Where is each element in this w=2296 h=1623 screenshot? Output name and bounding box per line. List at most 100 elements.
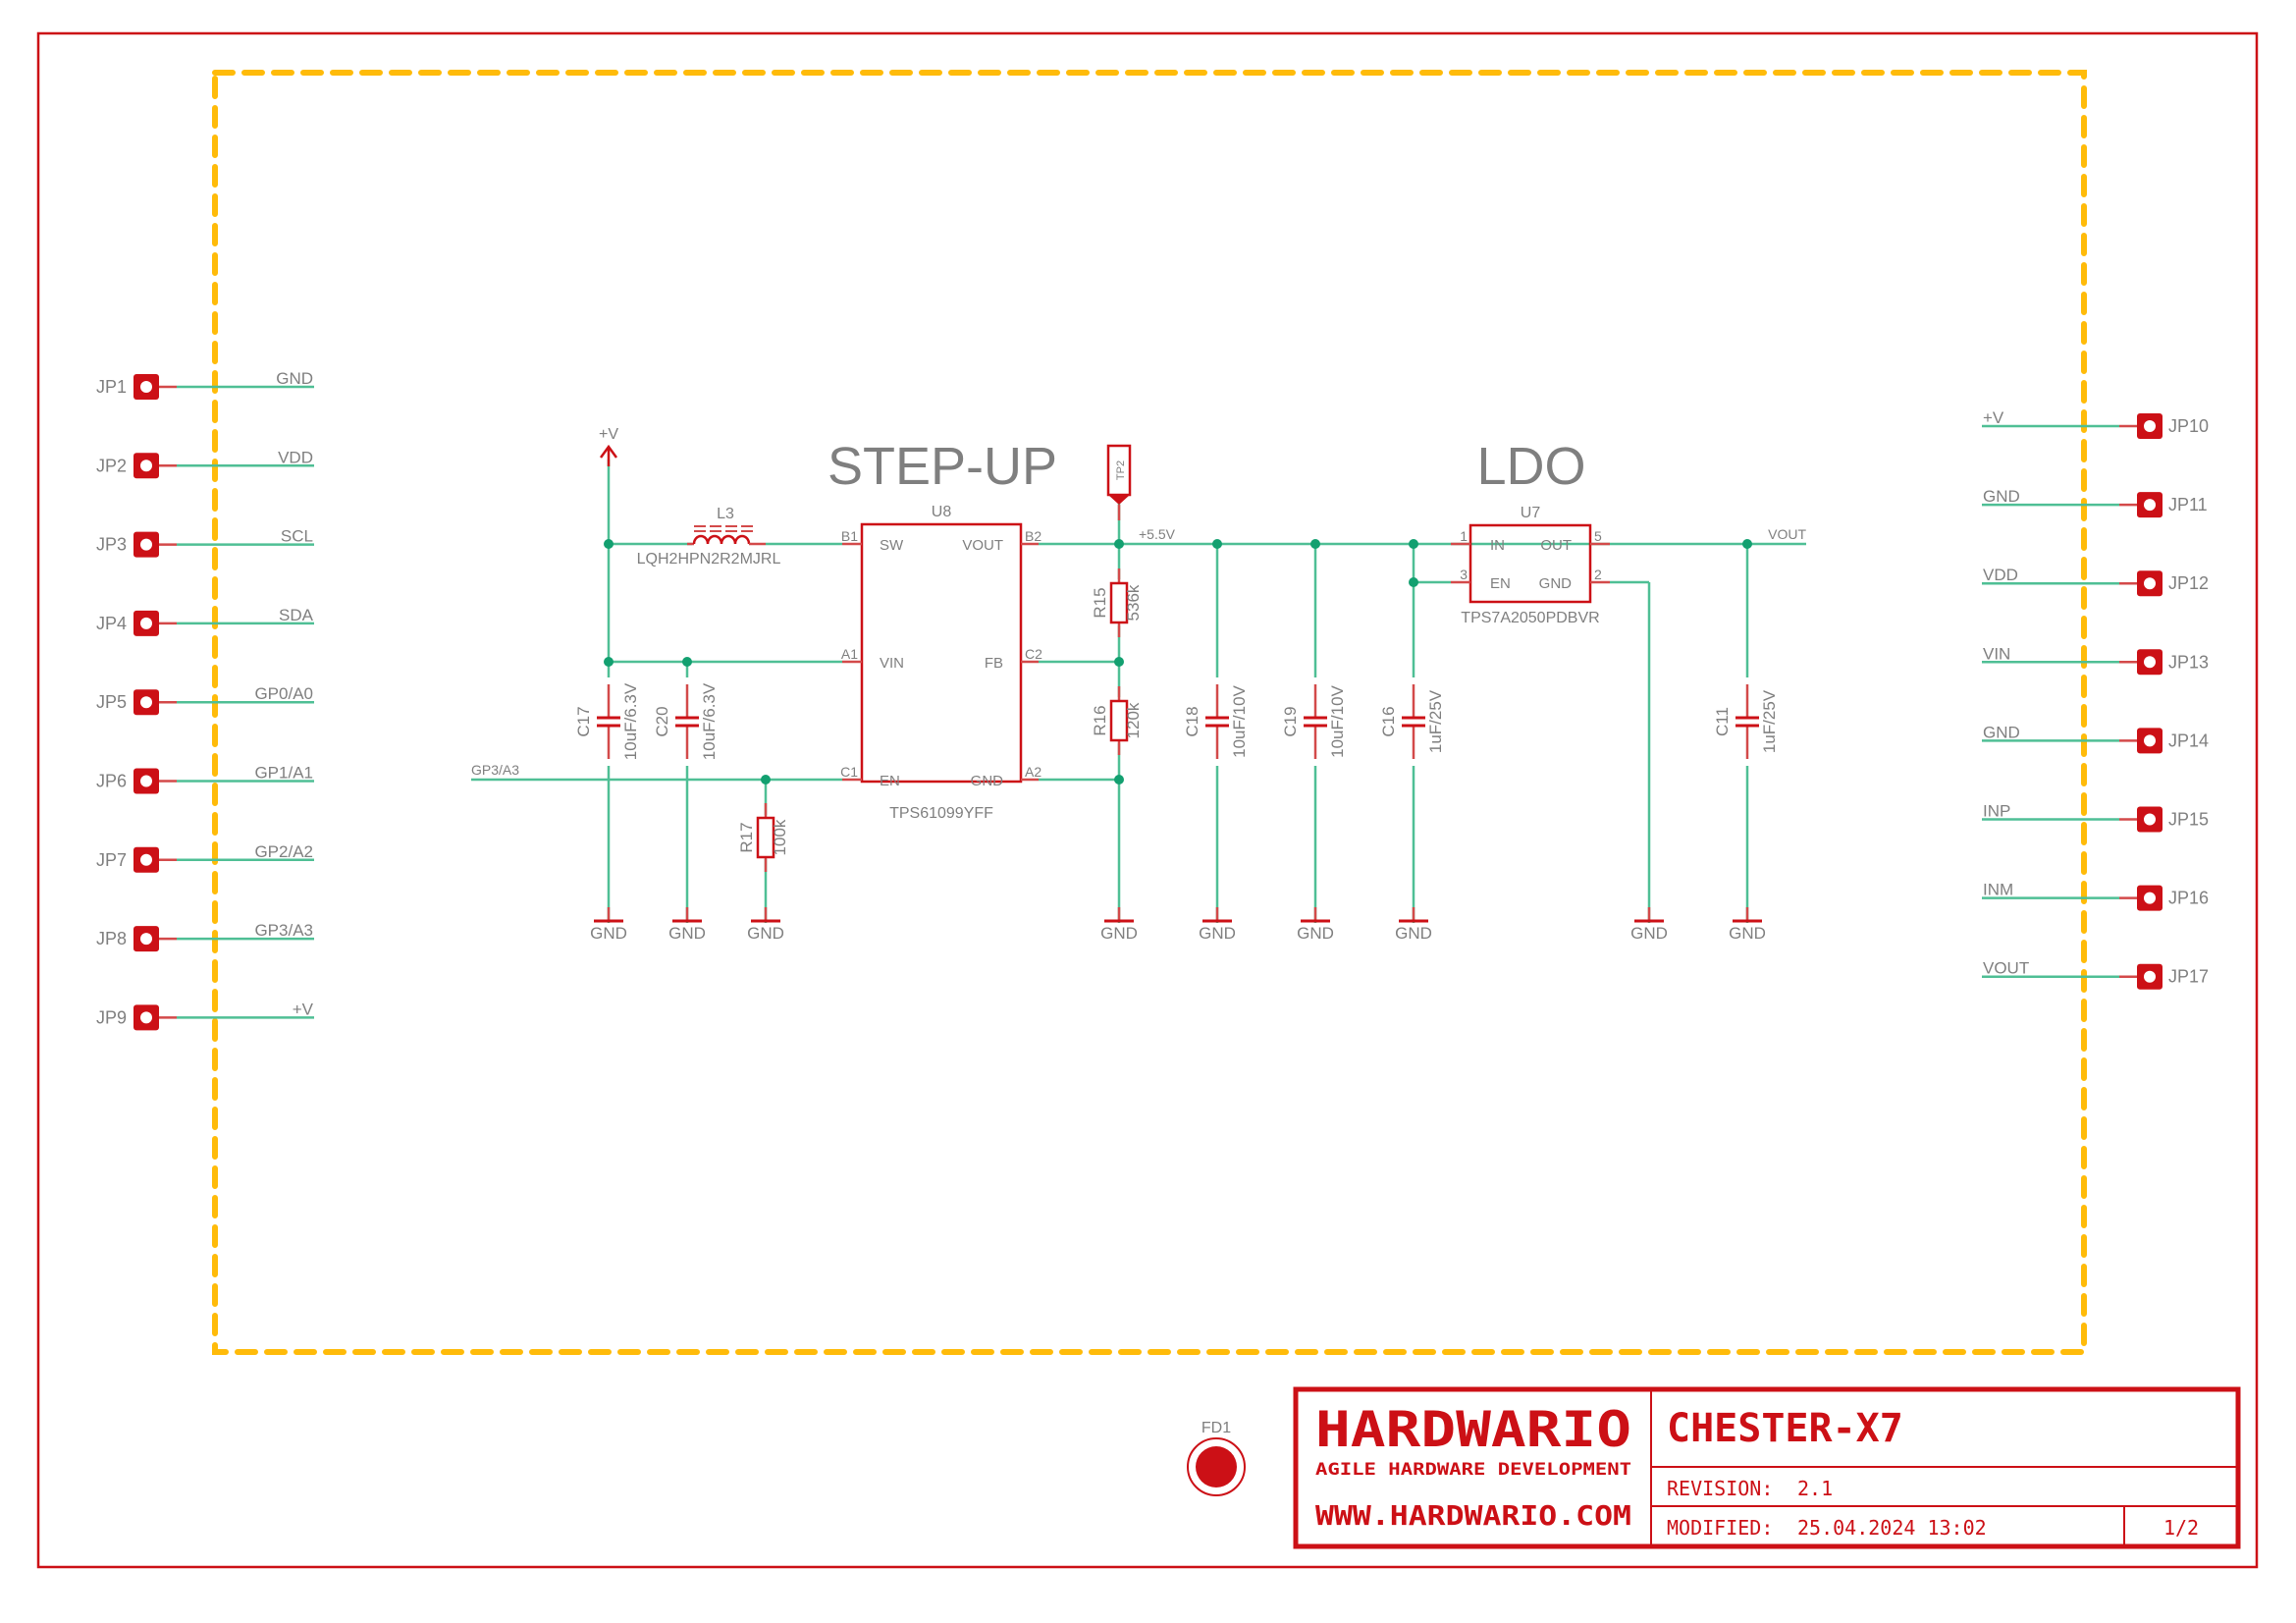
connector-ref: JP2 bbox=[96, 456, 127, 475]
resistor-ref: R15 bbox=[1091, 587, 1109, 618]
u7-pin-num: 5 bbox=[1594, 528, 1602, 544]
ground-label: GND bbox=[668, 924, 706, 943]
u8-ic-body bbox=[860, 522, 1023, 784]
u7-pin-name: EN bbox=[1490, 575, 1511, 592]
resistor-icon bbox=[1109, 581, 1129, 624]
ldo-section-title: LDO bbox=[1476, 437, 1585, 496]
vout-net-label: VOUT bbox=[1768, 526, 1806, 542]
fiducial-icon bbox=[1196, 1446, 1237, 1488]
capacitor-ref: C17 bbox=[574, 706, 593, 736]
connector-net-label: VDD bbox=[278, 448, 313, 466]
connector-net-label: VDD bbox=[1983, 566, 2018, 584]
connector-ref: JP14 bbox=[2168, 730, 2209, 750]
junction bbox=[604, 657, 614, 667]
ground-symbol: GND bbox=[747, 907, 784, 943]
connector-ref: JP11 bbox=[2168, 495, 2208, 514]
resistor-value: 536k bbox=[1124, 584, 1143, 621]
u7-part: TPS7A2050PDBVR bbox=[1461, 610, 1599, 626]
connector-net-label: INP bbox=[1983, 802, 2010, 821]
project-name: CHESTER-X7 bbox=[1667, 1406, 1903, 1451]
out-net-label: +5.5V bbox=[1139, 526, 1176, 542]
u8-pin-num: B1 bbox=[841, 528, 858, 544]
capacitor-value: 1uF/25V bbox=[1426, 689, 1445, 753]
capacitor-value: 10uF/10V bbox=[1328, 684, 1347, 757]
u8-ref: U8 bbox=[932, 504, 952, 520]
capacitor-value: 10uF/6.3V bbox=[621, 682, 640, 760]
capacitor: C17 10uF/6.3V bbox=[574, 677, 640, 766]
board-outline-frame bbox=[212, 70, 2087, 1355]
connector-ref: JP16 bbox=[2168, 889, 2209, 908]
ground-symbol: GND bbox=[1630, 907, 1668, 943]
connector-net-label: INM bbox=[1983, 881, 2013, 899]
ground-label: GND bbox=[1199, 924, 1236, 943]
connector-ref: JP6 bbox=[96, 772, 127, 791]
u8-pin-num: A1 bbox=[841, 646, 858, 662]
connector-ref: JP10 bbox=[2168, 416, 2209, 436]
capacitor-value: 10uF/10V bbox=[1230, 684, 1249, 757]
resistor: R16 120k bbox=[1091, 686, 1143, 755]
connector-ref: JP13 bbox=[2168, 652, 2209, 672]
ground-symbol: GND bbox=[590, 907, 627, 943]
junction bbox=[1742, 539, 1752, 549]
junction bbox=[682, 657, 692, 667]
u7-ref: U7 bbox=[1521, 505, 1541, 521]
ground-label: GND bbox=[1395, 924, 1432, 943]
modified-value: 25.04.2024 13:02 bbox=[1797, 1516, 1987, 1540]
junction bbox=[1310, 539, 1320, 549]
junction bbox=[761, 775, 771, 784]
u8-pin-num: A2 bbox=[1025, 764, 1041, 780]
resistor-ref: R16 bbox=[1091, 705, 1109, 735]
junction bbox=[604, 539, 614, 549]
ground-symbol: GND bbox=[668, 907, 706, 943]
connector-net-label: GP2/A2 bbox=[254, 842, 313, 861]
u7-pin-num: 1 bbox=[1460, 528, 1468, 544]
connector-net-label: SDA bbox=[279, 606, 314, 624]
resistor: R15 536k bbox=[1091, 568, 1143, 637]
capacitor-ref: C19 bbox=[1281, 706, 1300, 736]
u8-pin-name: SW bbox=[880, 537, 904, 554]
brand-tagline: AGILE HARDWARE DEVELOPMENT bbox=[1315, 1460, 1631, 1480]
supply-arrow-icon bbox=[599, 444, 618, 466]
junction-dots bbox=[604, 539, 1752, 784]
right-connector-group: JP10+VJP11GNDJP12VDDJP13VINJP14GNDJP15IN… bbox=[1982, 408, 2209, 990]
sheet-number: 1/2 bbox=[2163, 1516, 2199, 1540]
ground-label: GND bbox=[1297, 924, 1334, 943]
u8-pin-name: VIN bbox=[880, 655, 904, 672]
resistor: R17 100k bbox=[737, 803, 789, 872]
junction bbox=[1114, 657, 1124, 667]
junction bbox=[1409, 539, 1418, 549]
u7-ic-body bbox=[1468, 523, 1592, 604]
testpoint-label: TP2 bbox=[1115, 460, 1127, 480]
resistor-value: 100k bbox=[771, 819, 789, 855]
resistor-ref: R17 bbox=[737, 822, 756, 852]
connector-ref: JP15 bbox=[2168, 810, 2209, 830]
junction bbox=[1114, 539, 1124, 549]
connector-ref: JP1 bbox=[96, 377, 127, 397]
resistor-icon bbox=[1109, 699, 1129, 742]
sheet-border bbox=[36, 31, 2259, 1569]
resistor-value: 120k bbox=[1124, 702, 1143, 738]
junction bbox=[1114, 775, 1124, 784]
testpoint-icon bbox=[1106, 444, 1132, 520]
ground-symbol: GND bbox=[1199, 907, 1236, 943]
stepup-section-title: STEP-UP bbox=[828, 437, 1057, 496]
connector-net-label: VOUT bbox=[1983, 959, 2029, 978]
inductor-icon bbox=[687, 525, 766, 546]
ground-label: GND bbox=[1100, 924, 1138, 943]
connector-jp9: JP9+V bbox=[96, 1000, 314, 1031]
u7-pin-name: IN bbox=[1490, 537, 1505, 554]
u7-pin-num: 3 bbox=[1460, 567, 1468, 582]
connector-net-label: GP3/A3 bbox=[254, 921, 313, 940]
supply-label: +V bbox=[599, 426, 618, 443]
u8-part: TPS61099YFF bbox=[889, 805, 993, 822]
connector-net-label: +V bbox=[293, 1000, 314, 1018]
connector-ref: JP5 bbox=[96, 692, 127, 712]
